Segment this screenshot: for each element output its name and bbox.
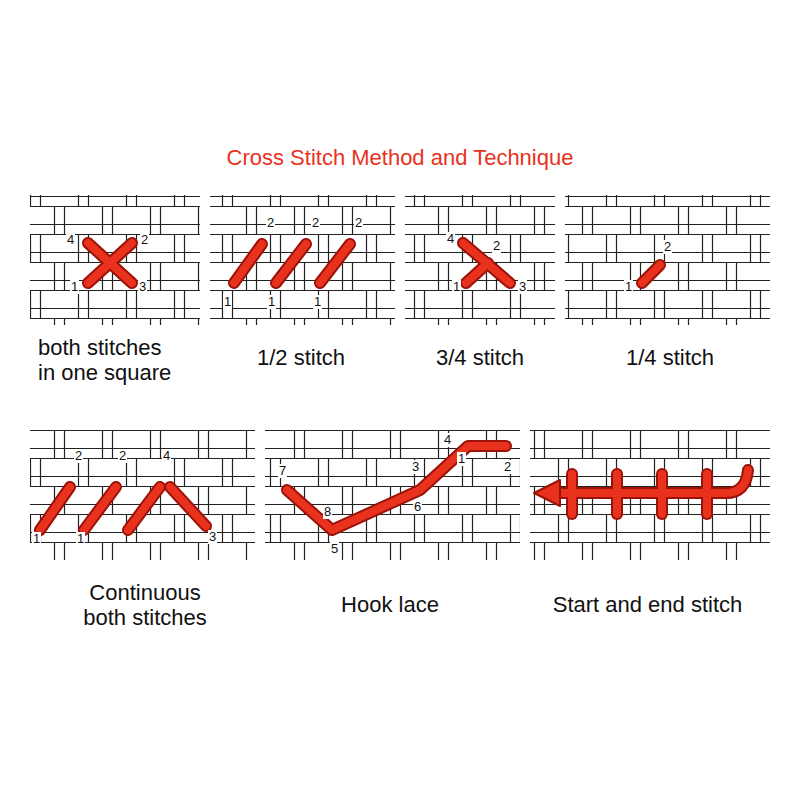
stitch <box>88 243 132 283</box>
stitch <box>84 487 116 530</box>
callout-number: 1 <box>452 280 461 294</box>
callout-number: 4 <box>446 232 455 246</box>
stitch <box>170 487 206 526</box>
canvas-panel <box>265 430 520 560</box>
stitch <box>128 487 160 530</box>
caption: Continuous both stitches <box>75 580 215 630</box>
stitch <box>88 243 132 283</box>
stitches-outline <box>40 243 748 530</box>
callout-number: 1 <box>32 532 41 546</box>
caption: 1/4 stitch <box>595 345 745 370</box>
caption: 1/2 stitch <box>226 345 376 370</box>
stitch <box>287 446 506 530</box>
callout-number: 1 <box>70 280 79 294</box>
callout-number: 5 <box>330 542 339 556</box>
stitch <box>560 470 748 493</box>
stitch <box>463 243 510 283</box>
callout-number: 2 <box>354 216 363 230</box>
stitch-shadow <box>40 243 748 530</box>
stitch <box>287 446 506 530</box>
callout-number: 1 <box>624 280 633 294</box>
stitch-thread <box>40 243 748 530</box>
stitch <box>234 244 262 283</box>
canvas-panel <box>30 430 255 560</box>
callout-number: 2 <box>74 449 83 463</box>
canvas-grid <box>30 195 770 560</box>
stitch <box>320 244 350 283</box>
stitch <box>466 263 488 283</box>
callout-number: 2 <box>311 216 320 230</box>
stitch <box>568 474 576 514</box>
stitch <box>234 244 262 283</box>
callout-number: 2 <box>140 233 149 247</box>
diagram-title: Cross Stitch Method and Technique <box>100 145 700 171</box>
stitch <box>128 487 160 530</box>
callout-number: 3 <box>138 280 147 294</box>
caption: both stitches in one square <box>38 335 183 385</box>
stitch <box>613 474 621 514</box>
stitch <box>642 265 660 283</box>
callout-number: 2 <box>492 239 501 253</box>
callout-number: 2 <box>118 449 127 463</box>
callout-number: 3 <box>208 530 217 544</box>
stitch <box>642 265 660 283</box>
callout-number: 2 <box>503 460 512 474</box>
stitch <box>560 470 748 493</box>
callout-number: 6 <box>413 500 422 514</box>
caption: Start and end stitch <box>520 592 775 617</box>
callout-number: 1 <box>267 295 276 309</box>
canvas-panel <box>210 195 395 325</box>
stitch <box>88 243 132 283</box>
canvas-panel <box>30 195 200 325</box>
canvas-panel <box>530 430 770 560</box>
callout-number: 1 <box>76 532 85 546</box>
stitch <box>84 487 116 530</box>
stitch <box>276 244 306 283</box>
callout-number: 3 <box>518 280 527 294</box>
callout-number: 2 <box>663 240 672 254</box>
caption: Hook lace <box>300 592 480 617</box>
stitch <box>276 244 306 283</box>
callout-number: 4 <box>443 433 452 447</box>
canvas-panel <box>565 195 770 325</box>
callout-number: 4 <box>162 449 171 463</box>
stitch <box>463 243 510 283</box>
canvas-panel <box>405 195 555 325</box>
caption: 3/4 stitch <box>400 345 560 370</box>
callout-number: 7 <box>278 464 287 478</box>
callout-number: 3 <box>411 460 420 474</box>
callout-number: 1 <box>223 295 232 309</box>
callout-number: 4 <box>66 233 75 247</box>
stitch <box>703 474 711 514</box>
stitch <box>170 487 206 526</box>
callout-number: 8 <box>323 505 332 519</box>
arrow-head <box>534 480 560 506</box>
callout-number: 2 <box>266 216 275 230</box>
stitch <box>40 487 70 530</box>
stitch <box>40 487 70 530</box>
callout-number: 1 <box>457 452 466 466</box>
stitch <box>320 244 350 283</box>
stitch <box>88 243 132 283</box>
stitch <box>466 263 488 283</box>
callout-number: 1 <box>313 295 322 309</box>
stitch <box>658 474 666 514</box>
